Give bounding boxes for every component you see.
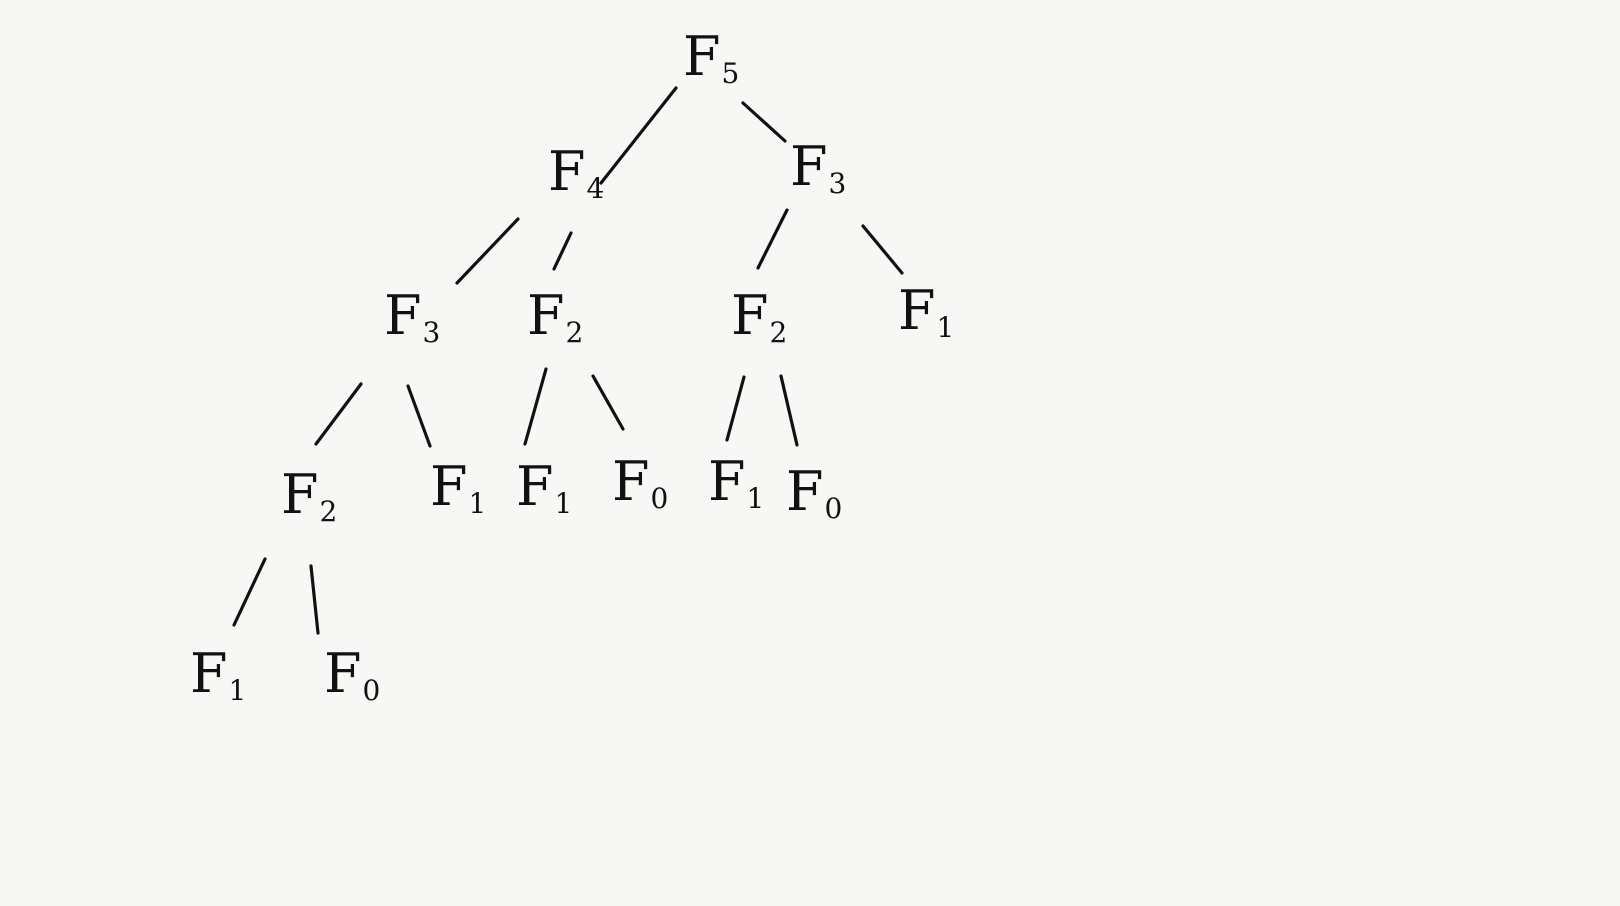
tree-node: F2: [281, 468, 337, 526]
node-index: 0: [362, 674, 381, 707]
node-letter: F: [786, 460, 824, 523]
node-index: 4: [586, 172, 605, 205]
tree-node: F2: [731, 289, 787, 347]
tree-edge: [861, 224, 904, 275]
tree-node: F3: [384, 289, 440, 347]
node-index: 1: [554, 487, 573, 520]
tree-node: F1: [516, 460, 572, 518]
node-index: 1: [468, 487, 487, 520]
node-letter: F: [324, 642, 362, 705]
tree-edge: [314, 382, 363, 446]
node-index: 2: [319, 495, 338, 528]
tree-edge: [406, 384, 432, 448]
tree-edge: [552, 231, 573, 271]
tree-edge: [455, 217, 520, 285]
node-letter: F: [281, 463, 319, 526]
tree-edge: [725, 375, 746, 442]
node-letter: F: [683, 25, 721, 88]
node-letter: F: [548, 140, 586, 203]
node-letter: F: [898, 279, 936, 342]
node-letter: F: [731, 284, 769, 347]
tree-node: F5: [683, 30, 739, 88]
node-index: 2: [565, 316, 584, 349]
node-index: 0: [650, 482, 669, 515]
node-index: 3: [422, 316, 441, 349]
node-letter: F: [612, 450, 650, 513]
tree-node: F4: [548, 145, 604, 203]
tree-edge: [779, 374, 799, 447]
node-index: 0: [824, 492, 843, 525]
node-index: 2: [769, 316, 788, 349]
node-letter: F: [790, 135, 828, 198]
tree-node: F2: [527, 289, 583, 347]
node-index: 1: [228, 674, 247, 707]
tree-node: F0: [786, 465, 842, 523]
node-letter: F: [384, 284, 422, 347]
tree-node: F0: [612, 455, 668, 513]
tree-node: F1: [190, 647, 246, 705]
node-index: 1: [746, 482, 765, 515]
tree-node: F0: [324, 647, 380, 705]
tree-node: F1: [708, 455, 764, 513]
node-letter: F: [527, 284, 565, 347]
tree-edge: [309, 564, 320, 635]
tree-node: F1: [898, 284, 954, 342]
tree-node: F1: [430, 460, 486, 518]
node-letter: F: [708, 450, 746, 513]
tree-edge: [591, 374, 625, 431]
node-index: 3: [828, 167, 847, 200]
tree-edge: [232, 557, 267, 627]
node-index: 5: [721, 57, 740, 90]
tree-edge: [741, 101, 787, 143]
node-index: 1: [936, 311, 955, 344]
node-letter: F: [430, 455, 468, 518]
node-letter: F: [516, 455, 554, 518]
tree-edge: [523, 367, 548, 446]
tree-node: F3: [790, 140, 846, 198]
node-letter: F: [190, 642, 228, 705]
tree-edge: [756, 208, 789, 270]
tree-edge: [599, 86, 678, 185]
